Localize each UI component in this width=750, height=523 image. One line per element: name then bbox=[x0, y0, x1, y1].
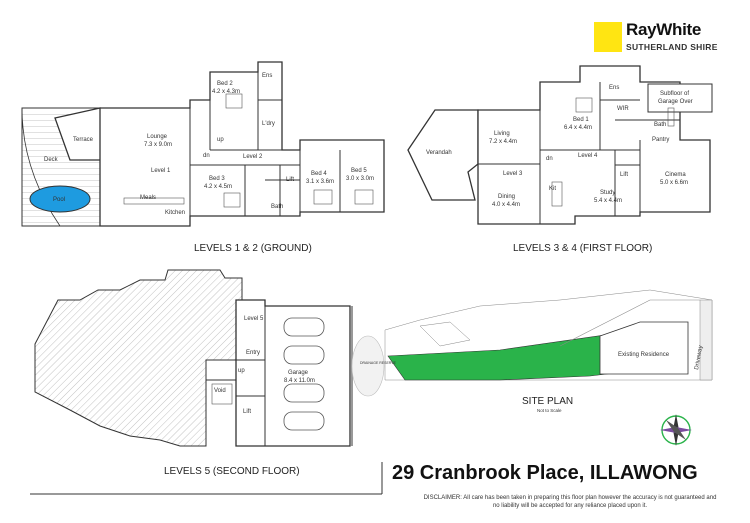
dining-label: Dining bbox=[498, 194, 515, 200]
entry-label: Entry bbox=[246, 350, 260, 356]
ground-floor-plan bbox=[21, 61, 385, 227]
laundry-label: L'dry bbox=[262, 121, 275, 127]
brand-office: SUTHERLAND SHIRE bbox=[626, 42, 718, 52]
bed1-size: 6.4 x 4.4m bbox=[564, 125, 592, 131]
level4-label: Level 4 bbox=[578, 153, 598, 159]
first-ens-label: Ens bbox=[609, 85, 619, 91]
terrace-label: Terrace bbox=[73, 137, 94, 143]
bed5-size: 3.0 x 3.0m bbox=[346, 176, 374, 182]
garage-size: 8.4 x 11.0m bbox=[284, 378, 315, 384]
bed2-size: 4.2 x 4.3m bbox=[212, 89, 240, 95]
deck-label: Deck bbox=[44, 157, 59, 163]
bed1-label: Bed 1 bbox=[573, 117, 589, 123]
site-plan bbox=[351, 289, 713, 397]
level2-label: Level 2 bbox=[243, 154, 263, 160]
ground-lift-label: Lift bbox=[286, 177, 294, 183]
first-floor-plan bbox=[407, 65, 713, 225]
first-lift-label: Lift bbox=[620, 172, 628, 178]
second-up-label: up bbox=[238, 368, 245, 374]
kit-label: Kit bbox=[549, 186, 556, 192]
subfloor-label-2: Garage Over bbox=[658, 99, 693, 105]
lounge-label: Lounge bbox=[147, 134, 168, 140]
void-label: Void bbox=[214, 388, 226, 394]
study-size: 5.4 x 4.4m bbox=[594, 198, 622, 204]
existing-residence-label: Existing Residence bbox=[618, 352, 670, 358]
level1-label: Level 1 bbox=[151, 168, 171, 174]
driveway-label: Driveway bbox=[694, 345, 704, 370]
brand-logo: RayWhite SUTHERLAND SHIRE bbox=[594, 20, 724, 70]
lounge-size: 7.3 x 9.0m bbox=[144, 142, 172, 148]
caption-site-plan: SITE PLAN bbox=[522, 396, 573, 407]
logo-mark bbox=[594, 22, 622, 52]
dining-size: 4.0 x 4.4m bbox=[492, 202, 520, 208]
living-label: Living bbox=[494, 131, 510, 137]
caption-levels-1-2: LEVELS 1 & 2 (GROUND) bbox=[194, 243, 312, 254]
kitchen-label: Kitchen bbox=[165, 210, 185, 216]
cinema-size: 5.0 x 6.6m bbox=[660, 180, 688, 186]
ground-bath-label: Bath bbox=[271, 204, 283, 210]
ground-dn-label: dn bbox=[203, 153, 210, 159]
brand-name: RayWhite bbox=[626, 20, 702, 39]
ground-ens-label: Ens bbox=[262, 73, 272, 79]
disclaimer-text: DISCLAIMER: All care has been taken in p… bbox=[423, 495, 717, 509]
north-arrow-icon bbox=[660, 414, 692, 446]
second-floor-plan bbox=[34, 269, 353, 447]
pool-label: Pool bbox=[53, 197, 65, 203]
wir-label: WIR bbox=[617, 106, 629, 112]
pantry-label: Pantry bbox=[652, 137, 669, 143]
meals-label: Meals bbox=[140, 195, 156, 201]
caption-levels-3-4: LEVELS 3 & 4 (FIRST FLOOR) bbox=[513, 243, 652, 254]
site-plan-scale: Not to Scale bbox=[537, 408, 562, 413]
caption-level-5: LEVELS 5 (SECOND FLOOR) bbox=[164, 466, 300, 477]
bed4-size: 3.1 x 3.6m bbox=[306, 179, 334, 185]
cinema-label: Cinema bbox=[665, 172, 686, 178]
verandah-label: Verandah bbox=[426, 150, 452, 156]
ground-up-label: up bbox=[217, 137, 224, 143]
bed5-label: Bed 5 bbox=[351, 168, 367, 174]
bed3-label: Bed 3 bbox=[209, 176, 225, 182]
bed3-size: 4.2 x 4.5m bbox=[204, 184, 232, 190]
study-label: Study bbox=[600, 190, 615, 196]
level3-label: Level 3 bbox=[503, 171, 523, 177]
first-dn-label: dn bbox=[546, 156, 553, 162]
level5-label: Level 5 bbox=[244, 316, 264, 322]
garage-label: Garage bbox=[288, 370, 309, 376]
subfloor-label-1: Subfloor of bbox=[660, 91, 689, 97]
reserve-label: DRAINAGE RESERVE bbox=[360, 361, 397, 365]
living-size: 7.2 x 4.4m bbox=[489, 139, 517, 145]
second-lift-label: Lift bbox=[243, 409, 251, 415]
pool bbox=[29, 185, 91, 213]
bed4-label: Bed 4 bbox=[311, 171, 327, 177]
property-address: 29 Cranbrook Place, ILLAWONG bbox=[392, 462, 698, 484]
bed2-label: Bed 2 bbox=[217, 81, 233, 87]
first-bath-label: Bath bbox=[654, 122, 666, 128]
